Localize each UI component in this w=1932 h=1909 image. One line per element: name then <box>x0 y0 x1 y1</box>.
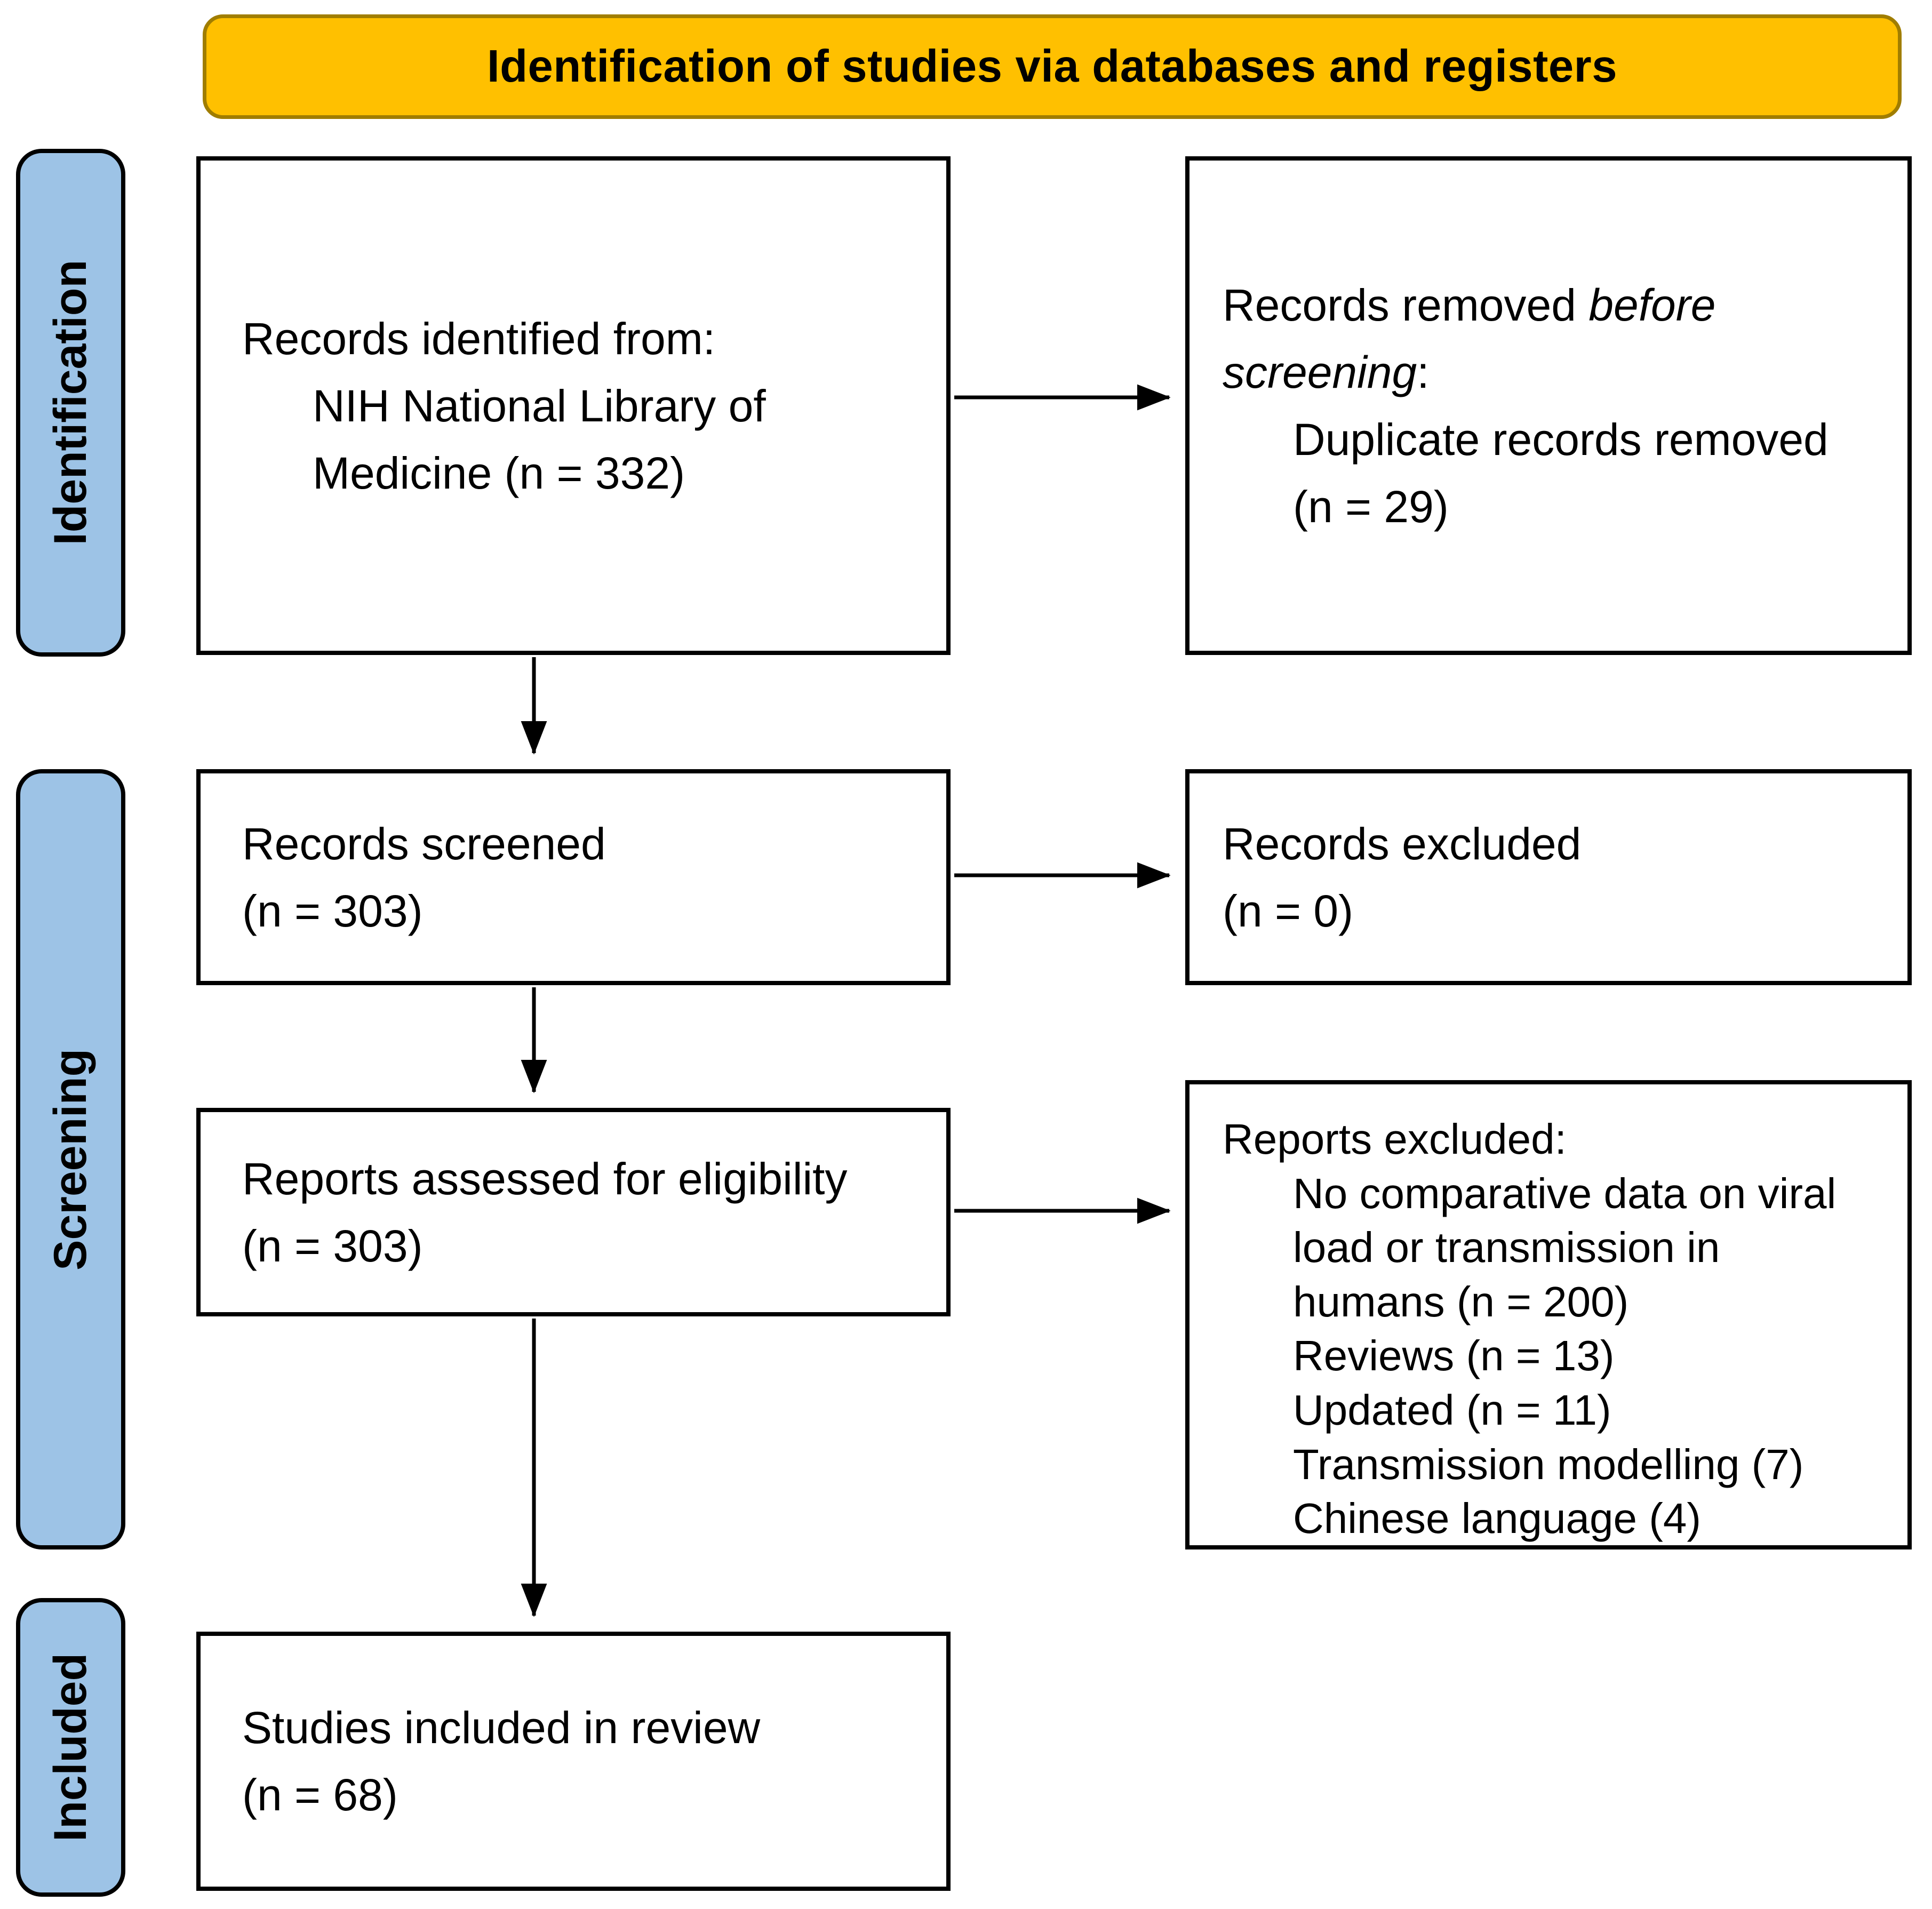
box-records-identified: Records identified from: NIH National Li… <box>196 156 951 655</box>
box-text-line: Records screened <box>242 818 606 869</box>
box-text-line: Records excluded <box>1223 818 1582 869</box>
banner-title: Identification of studies via databases … <box>486 41 1618 92</box>
box-text-line: load or transmission in <box>1293 1224 1720 1272</box>
box-text-line: (n = 303) <box>242 885 423 936</box>
box-text-line: Studies included in review <box>242 1703 761 1753</box>
stage-bar-screening: Screening <box>16 769 125 1549</box>
box-text-segment-italic: screening <box>1223 347 1417 397</box>
box-text-line: (n = 0) <box>1223 885 1354 936</box>
box-text-line: Medicine (n = 332) <box>313 448 685 498</box>
box-text-line: (n = 29) <box>1293 481 1449 532</box>
box-records-removed-before-screening: Records removed before screening: Duplic… <box>1185 156 1912 655</box>
box-text-line: screening: <box>1223 339 1895 406</box>
stage-label-included: Included <box>45 1653 96 1842</box>
box-text-line: Reviews (n = 13) <box>1293 1332 1615 1380</box>
box-text-segment-italic: before <box>1588 279 1716 330</box>
box-records-screened: Records screened (n = 303) <box>196 769 951 985</box>
box-text-line: NIH National Library of <box>313 380 766 431</box>
stage-bar-identification: Identification <box>16 149 125 657</box>
box-text-line: Reports assessed for eligibility <box>242 1153 848 1204</box>
box-text-line: (n = 68) <box>242 1770 398 1820</box>
box-text-line: (n = 303) <box>242 1220 423 1271</box>
box-text-line: Duplicate records removed <box>1293 414 1829 465</box>
box-text-line: Records identified from: <box>242 313 716 364</box>
box-text-line: No comparative data on viral <box>1293 1169 1837 1217</box>
box-text-line: Transmission modelling (7) <box>1293 1440 1804 1488</box>
box-reports-assessed: Reports assessed for eligibility (n = 30… <box>196 1108 951 1316</box>
box-records-excluded: Records excluded (n = 0) <box>1185 769 1912 985</box>
box-studies-included: Studies included in review (n = 68) <box>196 1632 951 1891</box>
box-text-line: Updated (n = 11) <box>1293 1386 1611 1434</box>
box-text-line: Reports excluded: <box>1223 1115 1567 1163</box>
stage-label-screening: Screening <box>45 1048 96 1271</box>
box-reports-excluded: Reports excluded: No comparative data on… <box>1185 1080 1912 1549</box>
stage-bar-included: Included <box>16 1598 125 1897</box>
box-text-segment: : <box>1417 347 1430 397</box>
box-text-line: Chinese language (4) <box>1293 1495 1701 1543</box>
box-text-segment: Records removed <box>1223 279 1589 330</box>
banner: Identification of studies via databases … <box>203 14 1902 119</box>
stage-label-identification: Identification <box>45 260 96 546</box>
box-text-line: humans (n = 200) <box>1293 1277 1629 1325</box>
box-text-line: Records removed before <box>1223 271 1895 339</box>
